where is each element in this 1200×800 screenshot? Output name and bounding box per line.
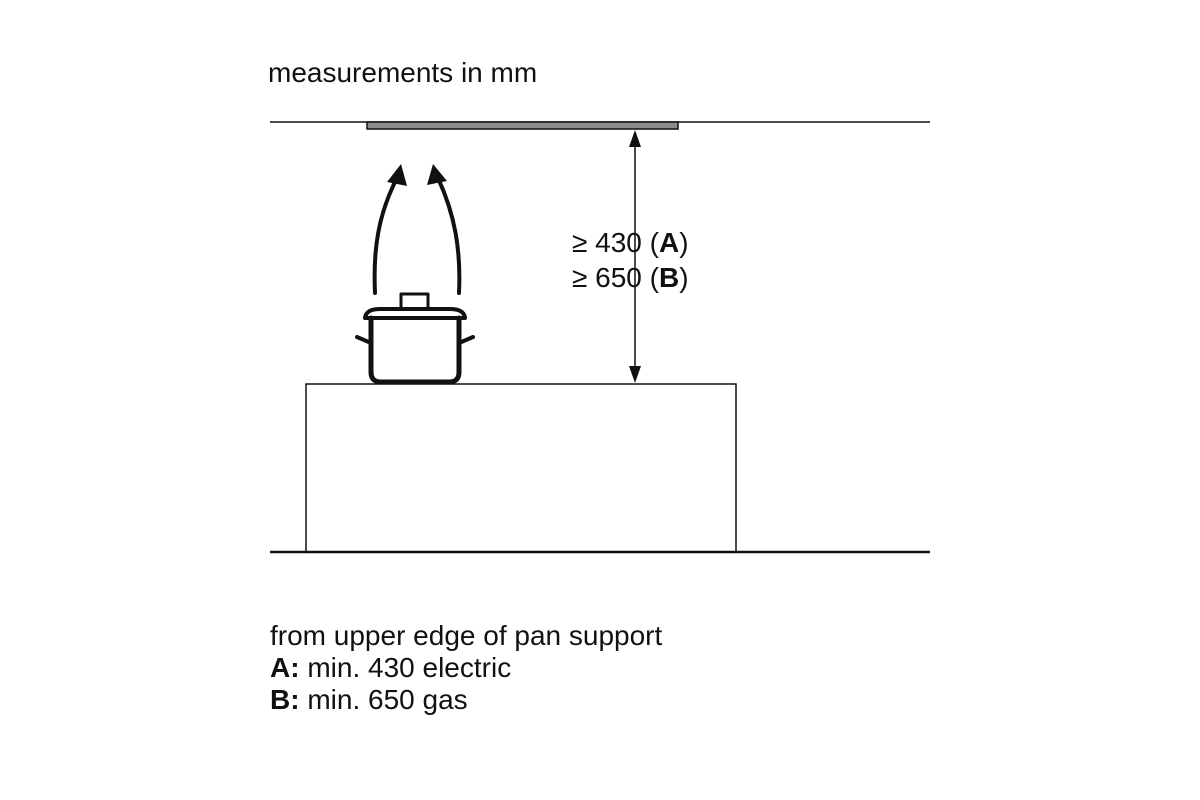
paren-open: ( (649, 227, 659, 258)
steam-arrow-left-head-icon (387, 164, 407, 186)
dimension-label-b: ≥ 650 (B) (572, 262, 689, 294)
steam-arrow-right-icon (436, 176, 462, 295)
steam-arrow-right-head-icon (427, 164, 447, 185)
paren-close: ) (679, 227, 689, 258)
dimension-value-b: 650 (595, 262, 642, 293)
dimension-letter-b: B (658, 262, 680, 293)
legend-item-b: B: min. 650 gas (270, 684, 662, 716)
legend: from upper edge of pan support A: min. 4… (270, 620, 662, 716)
greater-equal-symbol: ≥ (572, 262, 588, 293)
steam-arrow-left-icon (372, 176, 399, 295)
legend-text-b: min. 650 gas (307, 684, 468, 715)
cooking-pot-icon (355, 292, 475, 385)
legend-key-b: B: (270, 684, 300, 715)
dimension-label-a: ≥ 430 (A) (572, 227, 689, 259)
legend-key-a: A: (270, 652, 300, 683)
cooktop-block (305, 383, 737, 553)
diagram-title: measurements in mm (268, 57, 538, 88)
dimension-letter-a: A (658, 227, 680, 258)
dimension-arrow-top-head-icon (629, 130, 641, 147)
legend-text-a: min. 430 electric (307, 652, 512, 683)
hood-panel (366, 121, 679, 130)
paren-close: ) (679, 262, 689, 293)
dimension-value-a: 430 (595, 227, 642, 258)
legend-note: from upper edge of pan support (270, 620, 663, 651)
greater-equal-symbol: ≥ (572, 227, 588, 258)
legend-item-a: A: min. 430 electric (270, 652, 662, 684)
dimension-arrow-bottom-head-icon (629, 366, 641, 383)
paren-open: ( (649, 262, 659, 293)
